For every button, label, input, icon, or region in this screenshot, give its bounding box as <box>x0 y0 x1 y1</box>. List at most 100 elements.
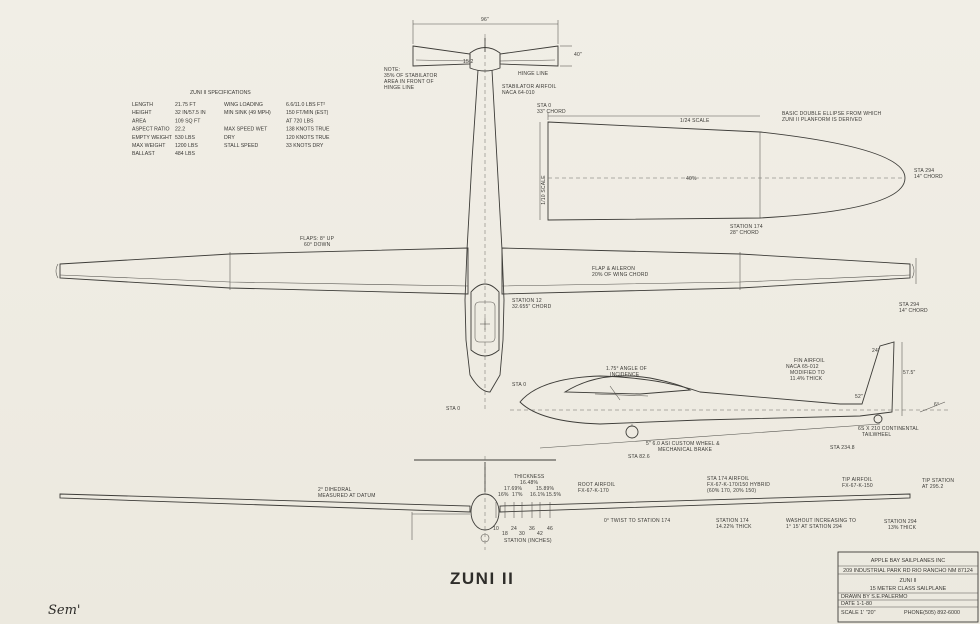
station-tick: 24 <box>511 526 517 532</box>
label-main-wheel: MECHANICAL BRAKE <box>658 447 713 453</box>
label-tip-airfoil: FX-67-K-150 <box>842 483 873 489</box>
station-tick: 46 <box>547 526 553 532</box>
thickness-value: 15.89% <box>536 486 555 492</box>
specs-heading: ZUNI II SPECIFICATIONS <box>190 90 251 96</box>
thickness-value: 16.1% <box>530 492 546 498</box>
label-stab-note: AREA IN FRONT OF <box>384 79 434 85</box>
label-fin-airfoil: 11.4% THICK <box>790 376 823 382</box>
spec-cell: 33 KNOTS DRY <box>286 143 324 149</box>
thickness-value: 16.48% <box>520 480 539 486</box>
label-root-airfoil: ROOT AIRFOIL <box>578 482 615 488</box>
model-name: ZUNI II <box>899 578 916 584</box>
label-sta294-mid: 14" CHORD <box>899 308 928 314</box>
label-dim-24: 24" <box>872 348 880 354</box>
spec-cell: STALL SPEED <box>224 143 259 149</box>
spec-cell: 6.6/11.0 LBS FT² <box>286 102 325 108</box>
label-sta174-airfoil: (60% 170, 20% 150) <box>707 488 756 494</box>
station-tick: 30 <box>519 531 525 537</box>
station-tick: 36 <box>529 526 535 532</box>
spec-cell: 120 KNOTS TRUE <box>286 135 330 141</box>
label-tip-station: TIP STATION <box>922 478 954 484</box>
label-flaps: FLAPS: 8° UP <box>300 236 335 242</box>
thickness-value: 17.69% <box>504 486 523 492</box>
ellipse-planform <box>539 112 906 221</box>
spec-cell: MAX SPEED WET <box>224 127 268 133</box>
label-sta0-top: 33" CHORD <box>537 109 566 115</box>
spec-cell: 109 SQ FT <box>175 118 201 124</box>
label-stab-note: HINGE LINE <box>384 85 415 91</box>
label-angle-inc: 1.75° ANGLE OF <box>606 366 647 372</box>
spec-cell: EMPTY WEIGHT <box>132 135 173 141</box>
label-sta826: STA 82.6 <box>628 454 650 460</box>
wing-planform <box>55 247 917 295</box>
label-stab-note: NOTE: <box>384 67 400 73</box>
spec-cell: 1200 LBS <box>175 143 198 149</box>
label-sta2348: STA 234.8 <box>830 445 855 451</box>
spec-cell: 22.2 <box>175 127 185 133</box>
drawing-date: DATE 1-1-80 <box>841 601 872 607</box>
spec-cell: 138 KNOTS TRUE <box>286 127 330 133</box>
label-fin-airfoil: MODIFIED TO <box>790 370 825 376</box>
thickness-value: 17% <box>512 492 523 498</box>
label-sta294-low: 13% THICK <box>888 525 917 531</box>
label-tail-chord-dim: 15.2 <box>463 59 474 65</box>
fuselage-planform <box>464 34 505 410</box>
label-dihedral: 2° DIHEDRAL <box>318 487 352 493</box>
label-sta174-airfoil: STA 174 AIRFOIL <box>707 476 749 482</box>
specifications-table: ZUNI II SPECIFICATIONS LENGTH 21.75 FT WIN… <box>132 90 330 157</box>
spec-cell: 21.75 FT <box>175 102 197 108</box>
station-tick: 18 <box>502 531 508 537</box>
sailplane-class: 15 METER CLASS SAILPLANE <box>870 586 947 592</box>
spec-cell: WING LOADING <box>224 102 263 108</box>
spec-cell: ASPECT RATIO <box>132 127 170 133</box>
label-dim-52: 52" <box>855 394 863 400</box>
label-sta174-low: 14.22% THICK <box>716 524 752 530</box>
label-span-dim: 96" <box>481 17 489 23</box>
side-view <box>510 341 950 449</box>
label-fin-airfoil: FIN AIRFOIL <box>794 358 825 364</box>
company-address: 209 INDUSTRIAL PARK RD RIO RANCHO NM 871… <box>843 568 973 574</box>
tail-planform <box>412 20 572 72</box>
label-twist: 0° TWIST TO STATION 174 <box>604 518 670 524</box>
spec-cell: AREA <box>132 118 147 124</box>
label-sta174-top: STATION 174 <box>730 224 763 230</box>
spec-cell: AT 720 LBS <box>286 118 314 124</box>
label-sta0-plan: STA 0 <box>446 406 460 412</box>
spec-cell: 150 FT/MIN (EST) <box>286 110 329 116</box>
label-fin-airfoil: NACA 65-012 <box>786 364 819 370</box>
spec-cell: 484 LBS <box>175 151 195 157</box>
label-dim-575: 57.5" <box>903 370 916 376</box>
thickness-value: 15.5% <box>546 492 562 498</box>
company-name: APPLE BAY SAILPLANES INC <box>871 558 946 564</box>
label-scale-124: 1/24 SCALE <box>680 118 710 124</box>
label-tip-station: AT 295.2 <box>922 484 943 490</box>
title-block: APPLE BAY SAILPLANES INC 209 INDUSTRIAL … <box>837 551 979 623</box>
spec-cell: 32 IN/57.5 IN <box>175 110 206 116</box>
label-flaps: 60° DOWN <box>304 242 331 248</box>
label-flap-aileron: 20% OF WING CHORD <box>592 272 649 278</box>
label-stab-airfoil: NACA 64-010 <box>502 90 535 96</box>
label-washout: 1° 15' AT STATION 294 <box>786 524 842 530</box>
label-washout: WASHOUT INCREASING TO <box>786 518 856 524</box>
thickness-value: 16% <box>498 492 509 498</box>
label-sta294-top: STA 294 <box>914 168 934 174</box>
label-tail-height-dim: 40" <box>574 52 582 58</box>
label-sta0-top: STA 0 <box>537 103 551 109</box>
station-tick: 10 <box>493 526 499 532</box>
thickness-heading: THICKNESS <box>514 474 545 480</box>
station-tick: 42 <box>537 531 543 537</box>
drawing-title: ZUNI II <box>450 569 514 588</box>
label-sta294-top: 14" CHORD <box>914 174 943 180</box>
spec-cell: BALLAST <box>132 151 156 157</box>
label-angle-inc: INCIDENCE <box>610 372 640 378</box>
label-sta294-low: STATION 294 <box>884 519 917 525</box>
label-sta12: STATION 12 <box>512 298 542 304</box>
label-sta294-mid: STA 294 <box>899 302 919 308</box>
label-sta174-low: STATION 174 <box>716 518 749 524</box>
spec-cell: HEIGHT <box>132 110 152 116</box>
label-dihedral: MEASURED AT DATUM <box>318 493 376 499</box>
spec-cell: LENGTH <box>132 102 153 108</box>
label-main-wheel: 5" 6.0 ASI CUSTOM WHEEL & <box>646 441 720 447</box>
label-tailwheel: 6S X 210 CONTINENTAL <box>858 426 919 432</box>
